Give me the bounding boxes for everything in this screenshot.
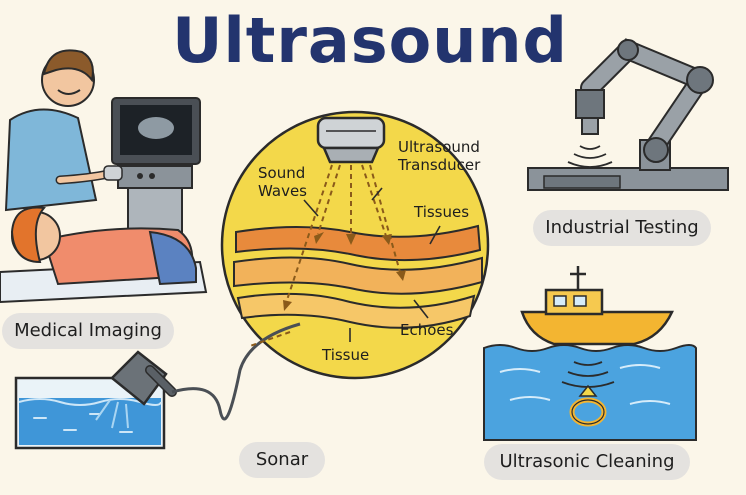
boat-icon — [520, 266, 674, 346]
label-sonar: Sonar — [239, 442, 325, 478]
sound-wave-arrows — [286, 164, 401, 301]
label-echoes: Echoes — [400, 321, 454, 339]
medical-imaging-illustration — [0, 49, 208, 304]
label-leaders — [303, 187, 441, 342]
sonar-probe-icon — [110, 350, 177, 406]
page-title: Ultrasound — [172, 4, 568, 77]
transducer-icon — [316, 116, 386, 164]
ring-icon — [569, 384, 607, 427]
label-transducer: Ultrasound Transducer — [397, 138, 485, 174]
test-wave-icon — [567, 145, 613, 168]
label-tissue: Tissue — [321, 346, 369, 364]
label-sound-waves: Sound Waves — [258, 164, 310, 200]
center-diagram: Sound Waves Ultrasound Transducer Tissue… — [220, 110, 490, 380]
label-medical-imaging: Medical Imaging — [2, 313, 174, 349]
industrial-testing-illustration — [527, 38, 729, 191]
label-ultrasonic-cleaning: Ultrasonic Cleaning — [484, 444, 690, 480]
doctor-icon — [4, 49, 123, 212]
robot-arm-icon — [575, 38, 714, 163]
label-tissues: Tissues — [413, 203, 469, 221]
patient-icon — [10, 206, 197, 286]
tissue-band-bottom — [236, 292, 476, 329]
tissue-band-top — [235, 224, 482, 262]
sonar-illustration — [14, 322, 301, 450]
label-industrial-testing: Industrial Testing — [533, 210, 711, 246]
ultrasonic-cleaning-illustration — [483, 266, 697, 441]
wave-arrowheads — [283, 232, 406, 311]
probe-icon — [103, 165, 123, 181]
tissue-band-middle — [233, 256, 483, 295]
